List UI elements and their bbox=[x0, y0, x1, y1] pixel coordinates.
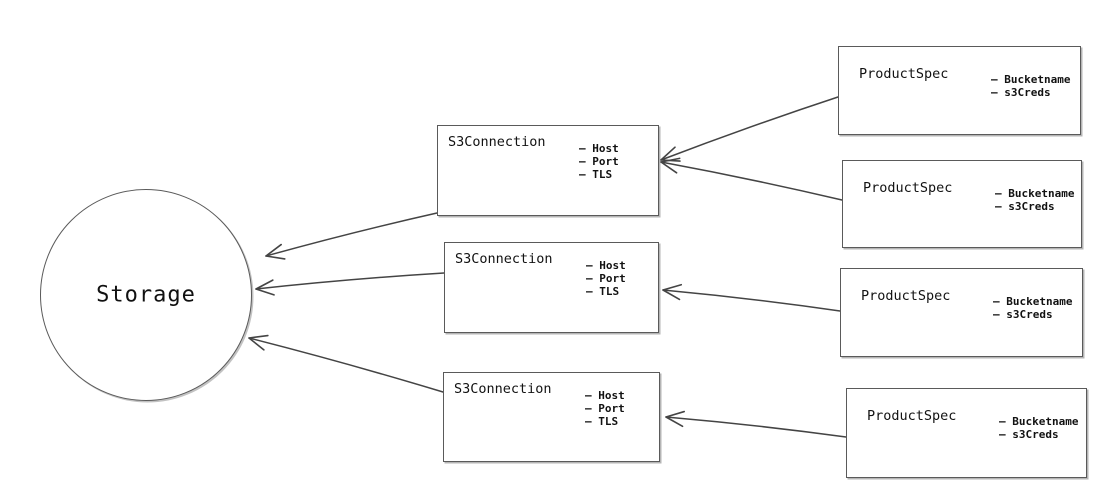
field-item: – s3Creds bbox=[999, 428, 1059, 442]
productspec-4-to-s3conn-3 bbox=[665, 410, 847, 438]
arrowhead bbox=[255, 279, 275, 296]
arrowhead bbox=[662, 283, 683, 301]
arrowhead bbox=[660, 146, 681, 162]
node-productspec-3-title: ProductSpec bbox=[861, 288, 951, 304]
node-s3connection-2[interactable]: S3Connection – Host– Port– TLS bbox=[444, 242, 659, 333]
node-s3connection-3[interactable]: S3Connection – Host– Port– TLS bbox=[443, 372, 660, 462]
field-item: – Port bbox=[585, 402, 625, 416]
node-s3connection-2-title: S3Connection bbox=[455, 251, 553, 267]
node-productspec-2-fields: – Bucketname– s3Creds bbox=[995, 187, 1074, 213]
node-s3connection-2-fields: – Host– Port– TLS bbox=[586, 259, 626, 299]
s3conn-1-to-storage bbox=[265, 212, 438, 260]
field-item: – Port bbox=[579, 155, 619, 169]
node-productspec-3-fields: – Bucketname– s3Creds bbox=[993, 295, 1072, 321]
node-productspec-2-title: ProductSpec bbox=[863, 180, 953, 196]
field-item: – Bucketname bbox=[991, 73, 1071, 86]
field-item: – Host bbox=[579, 142, 619, 155]
node-s3connection-3-title: S3Connection bbox=[454, 381, 552, 397]
node-productspec-1-fields: – Bucketname– s3Creds bbox=[991, 73, 1070, 99]
node-s3connection-1[interactable]: S3Connection – Host– Port– TLS bbox=[437, 125, 659, 216]
node-storage-label: Storage bbox=[96, 282, 196, 308]
field-item: – Bucketname bbox=[999, 415, 1079, 428]
arrowhead bbox=[660, 157, 681, 174]
field-item: – TLS bbox=[586, 285, 620, 299]
arrowhead bbox=[665, 410, 686, 428]
field-item: – s3Creds bbox=[991, 86, 1051, 100]
field-item: – TLS bbox=[585, 415, 619, 429]
node-productspec-4-fields: – Bucketname– s3Creds bbox=[999, 415, 1078, 441]
node-s3connection-3-fields: – Host– Port– TLS bbox=[585, 389, 625, 429]
productspec-3-to-s3conn-2 bbox=[662, 283, 841, 312]
node-storage[interactable]: Storage bbox=[40, 189, 252, 401]
field-item: – Host bbox=[586, 259, 626, 272]
field-item: – TLS bbox=[579, 168, 613, 182]
node-s3connection-1-fields: – Host– Port– TLS bbox=[579, 142, 619, 182]
node-productspec-1-title: ProductSpec bbox=[859, 66, 949, 82]
node-productspec-1[interactable]: ProductSpec – Bucketname– s3Creds bbox=[838, 46, 1081, 135]
s3conn-2-to-storage bbox=[255, 272, 445, 296]
arrowhead bbox=[248, 334, 269, 351]
productspec-2-to-s3conn-1 bbox=[660, 157, 843, 201]
node-productspec-2[interactable]: ProductSpec – Bucketname– s3Creds bbox=[842, 160, 1082, 248]
field-item: – Bucketname bbox=[995, 187, 1075, 200]
field-item: – Host bbox=[585, 389, 625, 402]
node-productspec-4[interactable]: ProductSpec – Bucketname– s3Creds bbox=[846, 388, 1087, 478]
field-item: – s3Creds bbox=[993, 308, 1053, 322]
s3conn-3-to-storage bbox=[248, 334, 444, 393]
productspec-1-to-s3conn-1 bbox=[660, 96, 839, 162]
field-item: – Bucketname bbox=[993, 295, 1073, 308]
field-item: – s3Creds bbox=[995, 200, 1055, 214]
arrowhead bbox=[265, 243, 286, 260]
node-s3connection-1-title: S3Connection bbox=[448, 134, 546, 150]
node-productspec-4-title: ProductSpec bbox=[867, 408, 957, 424]
field-item: – Port bbox=[586, 272, 626, 286]
node-productspec-3[interactable]: ProductSpec – Bucketname– s3Creds bbox=[840, 268, 1083, 357]
